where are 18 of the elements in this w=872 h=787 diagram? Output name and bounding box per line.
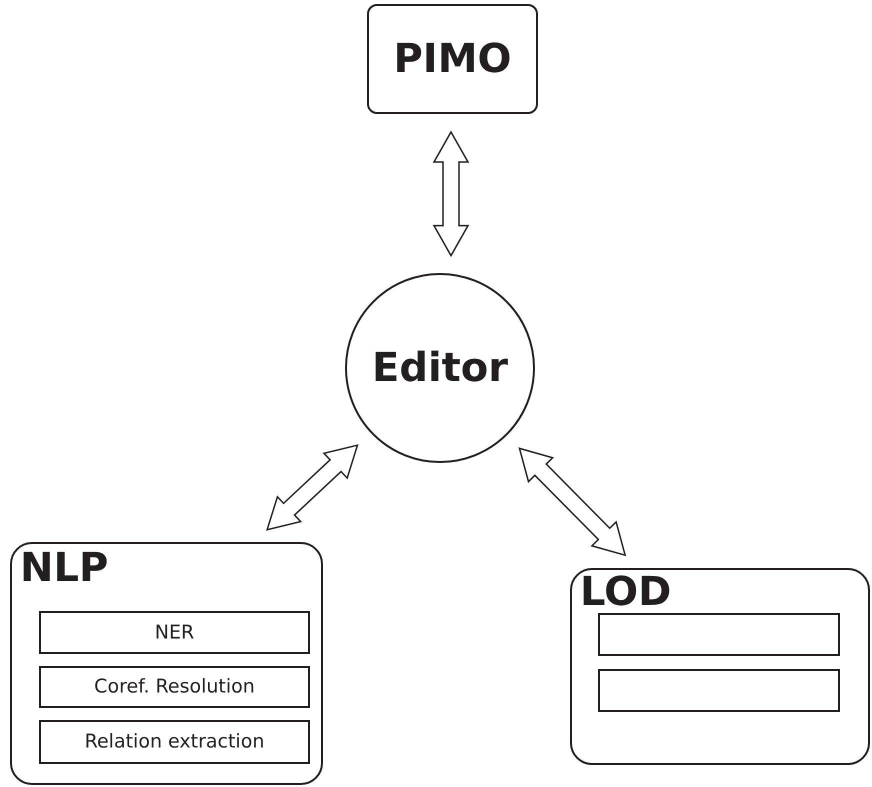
process-box xyxy=(39,666,310,708)
double-arrow xyxy=(266,444,359,531)
node-label: Coref. Resolution xyxy=(94,676,255,698)
process-box xyxy=(39,611,310,654)
node-label: NER xyxy=(154,622,194,643)
process-box xyxy=(598,669,840,712)
node-label: Editor xyxy=(372,346,508,390)
process-box xyxy=(367,4,538,114)
process-box xyxy=(598,613,840,656)
group-title: LOD xyxy=(580,572,672,612)
group-panel xyxy=(570,568,870,765)
node-label: Relation extraction xyxy=(84,732,264,752)
node-label: PIMO xyxy=(394,37,512,81)
group-panel xyxy=(10,542,323,785)
double-arrow xyxy=(432,130,470,258)
double-arrow xyxy=(518,447,626,556)
group-title: NLP xyxy=(20,548,108,588)
process-box xyxy=(39,720,310,764)
